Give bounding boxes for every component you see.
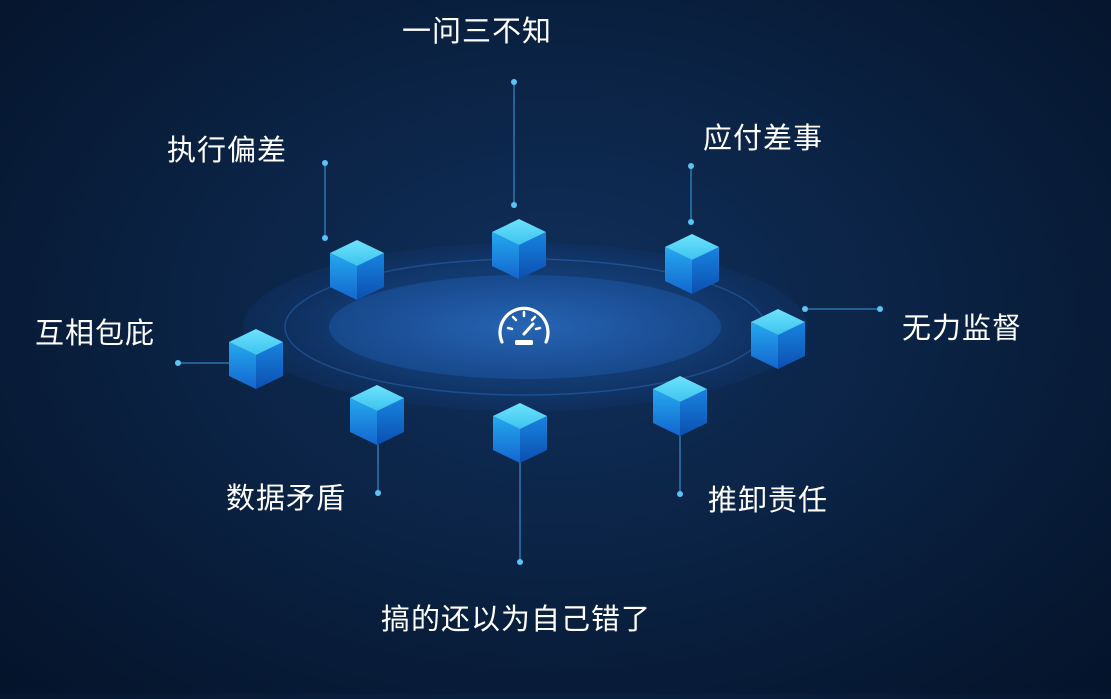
cube-right-face [692, 247, 719, 294]
cube-shu-ju-mao-dun [350, 385, 404, 445]
inner-ring [329, 275, 721, 379]
cube-left-face [653, 389, 680, 436]
cube-left-face [229, 342, 256, 389]
connector-dot-ying-fu-cha-shi-0 [688, 163, 694, 169]
cube-zhi-xing-pian-cha [330, 240, 384, 300]
cube-right-face [256, 342, 283, 389]
cube-left-face [493, 416, 520, 463]
label-shu-ju-mao-dun: 数据矛盾 [226, 481, 347, 515]
cube-left-face [751, 322, 778, 369]
cube-top-face [751, 309, 805, 335]
cube-top-face [492, 219, 546, 245]
cube-yi-wen-san-bu-zhi [492, 219, 546, 279]
cube-hu-xiang-bao-bi [229, 329, 283, 389]
cube-top-face [665, 234, 719, 260]
connector-dot-ying-fu-cha-shi-1 [688, 219, 694, 225]
connector-dot-yi-wen-san-bu-zhi-0 [511, 79, 517, 85]
label-gao-de-hai-yi-wei: 搞的还以为自己错了 [381, 602, 652, 636]
connector-dot-tui-xie-ze-ren-1 [677, 491, 683, 497]
cube-top-face [350, 385, 404, 411]
cube-right-face [377, 398, 404, 445]
cube-tui-xie-ze-ren [653, 376, 707, 436]
cube-left-face [350, 398, 377, 445]
cube-left-face [330, 253, 357, 300]
cube-gao-de-hai-yi-wei [493, 403, 547, 463]
cube-top-face [653, 376, 707, 402]
connector-dot-hu-xiang-bao-bi-0 [175, 360, 181, 366]
connector-dot-wu-li-jian-du-0 [802, 306, 808, 312]
label-zhi-xing-pian-cha: 执行偏差 [167, 133, 288, 167]
cube-right-face [357, 253, 384, 300]
cube-right-face [680, 389, 707, 436]
connector-dot-gao-de-hai-yi-wei-1 [517, 559, 523, 565]
cube-right-face [519, 232, 546, 279]
connector-dot-wu-li-jian-du-1 [877, 306, 883, 312]
cube-left-face [665, 247, 692, 294]
cube-right-face [778, 322, 805, 369]
connector-dot-shu-ju-mao-dun-1 [375, 490, 381, 496]
connector-dot-yi-wen-san-bu-zhi-1 [511, 202, 517, 208]
cube-left-face [492, 232, 519, 279]
cube-top-face [330, 240, 384, 266]
label-wu-li-jian-du: 无力监督 [902, 311, 1023, 345]
cube-wu-li-jian-du [751, 309, 805, 369]
cube-top-face [229, 329, 283, 355]
connector-dot-zhi-xing-pian-cha-1 [322, 235, 328, 241]
label-yi-wen-san-bu-zhi: 一问三不知 [402, 14, 553, 48]
cube-right-face [520, 416, 547, 463]
cube-ying-fu-cha-shi [665, 234, 719, 294]
connector-lines [175, 79, 883, 565]
cube-nodes [229, 219, 805, 463]
connector-dot-zhi-xing-pian-cha-0 [322, 160, 328, 166]
label-ying-fu-cha-shi: 应付差事 [703, 121, 824, 155]
speedometer-icon [498, 306, 550, 345]
label-hu-xiang-bao-bi: 互相包庇 [35, 316, 156, 350]
cube-top-face [493, 403, 547, 429]
label-tui-xie-ze-ren: 推卸责任 [708, 483, 829, 517]
